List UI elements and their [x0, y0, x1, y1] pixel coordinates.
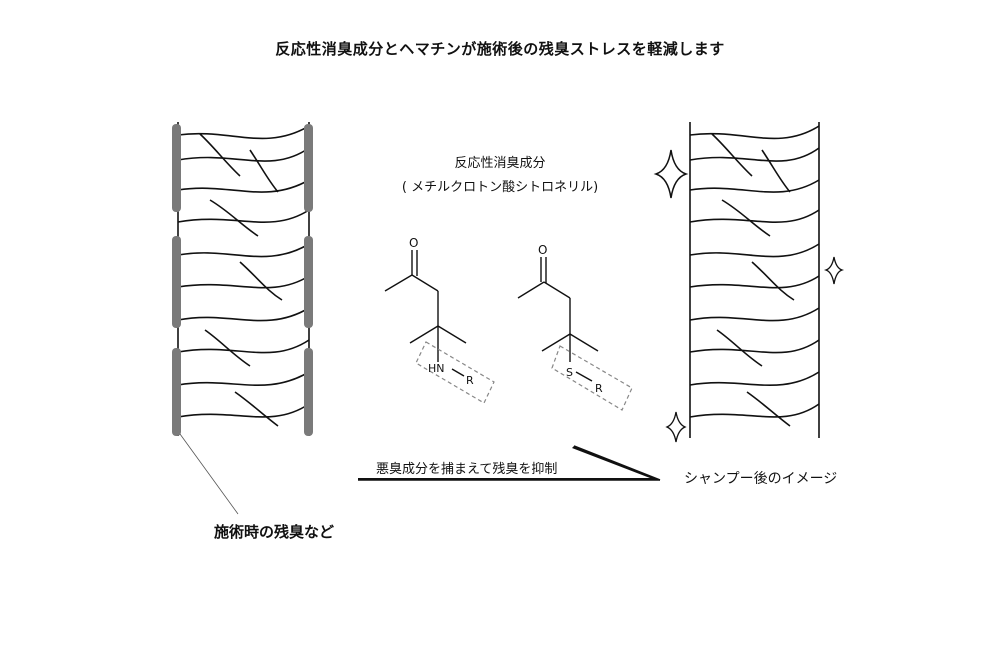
left-pointer-line	[179, 433, 239, 515]
before-label: 施術時の残臭など	[214, 523, 335, 541]
sparkle-icon	[665, 411, 687, 443]
hair-strand-before	[172, 122, 313, 436]
sparkle-icon	[653, 149, 689, 199]
molecule-right-r: R	[595, 382, 603, 395]
arrow-caption: 悪臭成分を捕まえて残臭を抑制	[376, 462, 558, 477]
molecule-left-amine: HN	[428, 362, 445, 375]
ingredient-sub: ( メチルクロトン酸シトロネリル)	[401, 180, 599, 195]
ingredient-name: 反応性消臭成分	[454, 156, 546, 171]
sparkle-icon	[823, 256, 845, 285]
molecule-right	[517, 257, 633, 411]
after-label: シャンプー後のイメージ	[684, 471, 838, 487]
molecule-left-r: R	[466, 374, 474, 387]
molecule-right-oxygen: O	[538, 243, 547, 257]
molecule-left	[384, 250, 495, 404]
molecule-left-oxygen: O	[409, 236, 418, 250]
page-title: 反応性消臭成分とヘマチンが施術後の残臭ストレスを軽減します	[275, 40, 725, 58]
hair-strand-after	[689, 122, 820, 438]
molecule-right-sulfur: S	[566, 366, 573, 379]
